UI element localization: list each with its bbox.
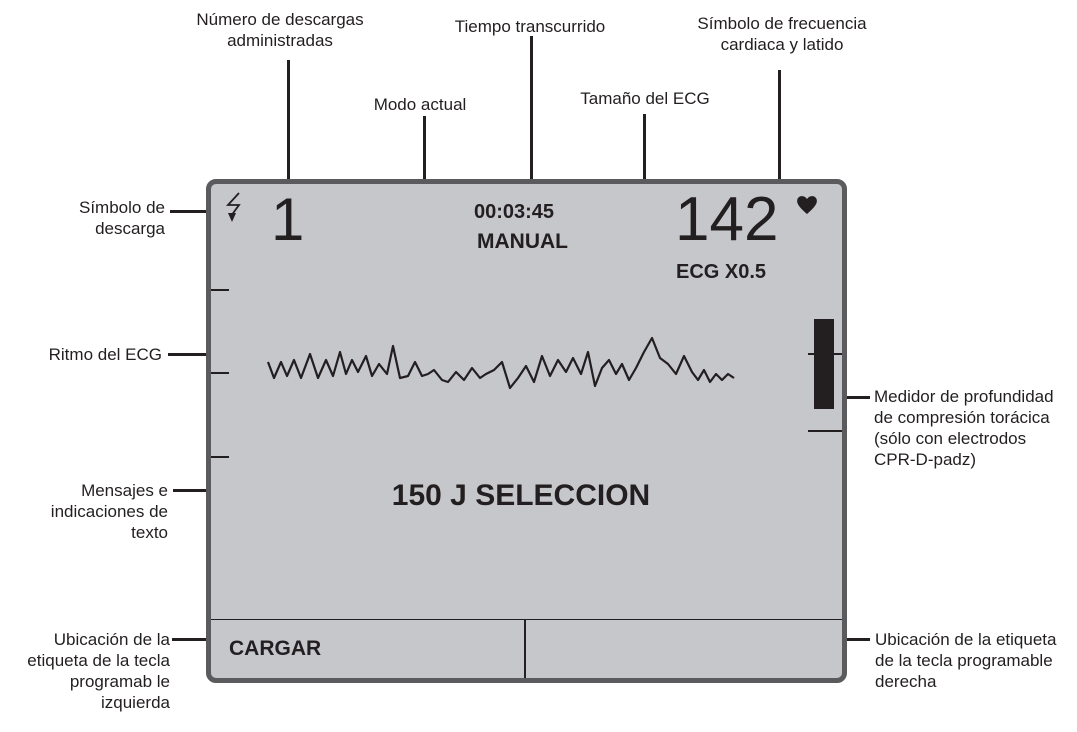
ecg-waveform [266,336,735,390]
leader-left-softkey [172,638,230,641]
cpr-depth-meter [814,289,834,409]
heart-icon [797,196,817,214]
scale-tick [211,289,229,291]
leader-elapsed-time [530,36,533,196]
callout-heart-rate: Símbolo de frecuencia cardiaca y latido [697,14,867,54]
callout-right-softkey: Ubicación de la etiqueta de la tecla pro… [875,630,1057,691]
callout-shock-count: Número de descargas administradas [196,10,364,50]
leader-shock-count [287,60,290,195]
text-message: 150 J SELECCION [391,479,651,512]
scale-tick [211,456,229,458]
callout-elapsed-time: Tiempo transcurrido [454,17,606,36]
shock-count: 1 [271,186,305,253]
heart-rate-value: 142 [675,185,779,254]
leader-shock-symbol [170,210,220,213]
callout-shock-symbol: Símbolo de descarga [79,198,165,238]
current-mode: MANUAL [477,230,568,253]
left-softkey-label[interactable]: CARGAR [229,637,322,660]
cpr-meter-tick [808,430,842,432]
monitor-screen: 1 00:03:45 MANUAL 142 ECG X0.5 150 J SEL… [206,179,847,683]
cpr-meter-tick [808,353,842,355]
softkey-bar: CARGAR [211,619,842,678]
scale-tick [211,372,229,374]
callout-left-softkey: Ubicación de la etiqueta de la tecla pro… [27,630,170,712]
callout-ecg-size: Tamaño del ECG [580,89,710,108]
leader-heart-rate [778,70,781,193]
callout-current-mode: Modo actual [373,95,467,114]
softkey-divider [524,620,526,678]
leader-mode-vertical [423,116,426,240]
ecg-size: ECG X0.5 [676,261,767,283]
callout-cpr-meter: Medidor de profundidad de compresión tor… [874,387,1054,469]
cpr-depth-fill [814,319,834,409]
callout-ecg-rhythm: Ritmo del ECG [48,345,162,364]
lightning-bolt-icon [225,192,241,222]
elapsed-time: 00:03:45 [473,201,555,223]
callout-messages: Mensajes e indicaciones de texto [50,481,168,542]
